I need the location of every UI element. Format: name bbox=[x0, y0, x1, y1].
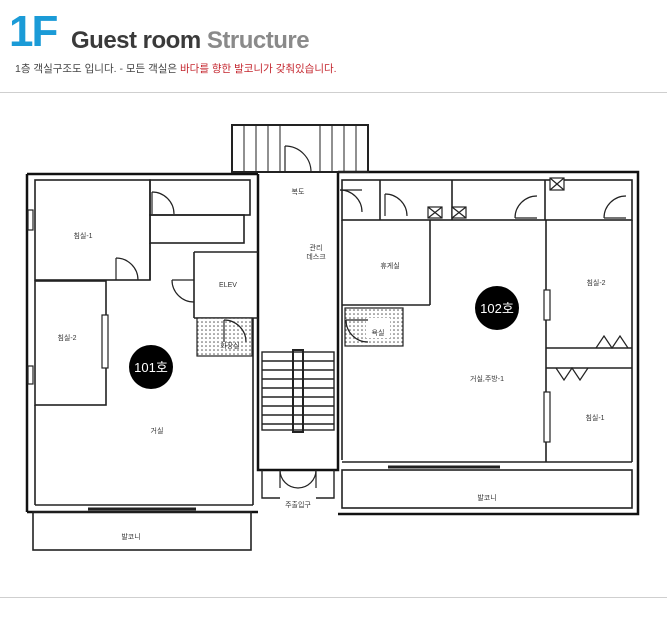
room-badge-102-label: 102호 bbox=[480, 301, 514, 316]
floor-number: 1F bbox=[9, 7, 58, 56]
label-living-left: 거실 bbox=[151, 426, 164, 435]
label-bedroom1-left: 침실-1 bbox=[73, 231, 92, 240]
right-windows bbox=[427, 177, 565, 443]
label-bedroom2-right: 침실-2 bbox=[586, 278, 605, 287]
doors bbox=[115, 145, 629, 489]
label-front-desk-1: 관리 bbox=[310, 243, 323, 252]
page-header: 1F Guest room Structure 1층 객실구조도 입니다. - … bbox=[0, 0, 667, 92]
label-lounge: 휴게실 bbox=[380, 261, 399, 270]
room-labels: 침실-1 침실-2 거실 발코니 복도 관리 데스크 ELEV 화장실 욕실 주… bbox=[57, 188, 605, 541]
floor-plan: 침실-1 침실-2 거실 발코니 복도 관리 데스크 ELEV 화장실 욕실 주… bbox=[25, 124, 640, 551]
label-front-desk-2: 데스크 bbox=[306, 253, 326, 261]
page-subtitle: 1층 객실구조도 입니다. - 모든 객실은 바다를 향한 발코니가 갖춰있습니… bbox=[15, 62, 337, 76]
room-badge-102: 102호 bbox=[475, 286, 519, 330]
central-core bbox=[261, 349, 335, 499]
left-balcony bbox=[32, 507, 252, 551]
label-elevator: ELEV bbox=[219, 282, 237, 289]
header-divider bbox=[0, 92, 667, 93]
subtitle-highlight: 바다를 향한 발코니가 갖춰있습니다. bbox=[180, 63, 337, 75]
bathroom-label-bg bbox=[366, 318, 390, 338]
label-toilet: 화장실 bbox=[220, 341, 239, 350]
page-title: Guest room Structure bbox=[71, 26, 310, 56]
label-balcony-left: 발코니 bbox=[121, 532, 140, 541]
footer-divider bbox=[0, 597, 667, 598]
label-balcony-right: 발코니 bbox=[477, 493, 496, 502]
subtitle-text: 1층 객실구조도 입니다. - 모든 객실은 bbox=[15, 63, 180, 75]
label-bedroom2-left: 침실-2 bbox=[57, 333, 76, 342]
title-structure: Structure bbox=[206, 27, 310, 54]
label-living-kitchen-right: 거실,주방-1 bbox=[470, 374, 504, 383]
right-balcony bbox=[341, 465, 633, 509]
label-bedroom1-right: 침실-1 bbox=[585, 413, 604, 422]
label-entrance: 주출입구 bbox=[285, 500, 311, 509]
label-bathroom: 욕실 bbox=[372, 328, 385, 337]
left-windows bbox=[27, 209, 109, 385]
room-badge-101: 101호 bbox=[129, 345, 173, 389]
title-guest-room: Guest room bbox=[71, 27, 201, 54]
room-badge-101-label: 101호 bbox=[134, 360, 168, 375]
right-wing-walls bbox=[341, 179, 633, 463]
exterior-stairs bbox=[231, 124, 369, 173]
label-hallway: 복도 bbox=[292, 188, 305, 196]
